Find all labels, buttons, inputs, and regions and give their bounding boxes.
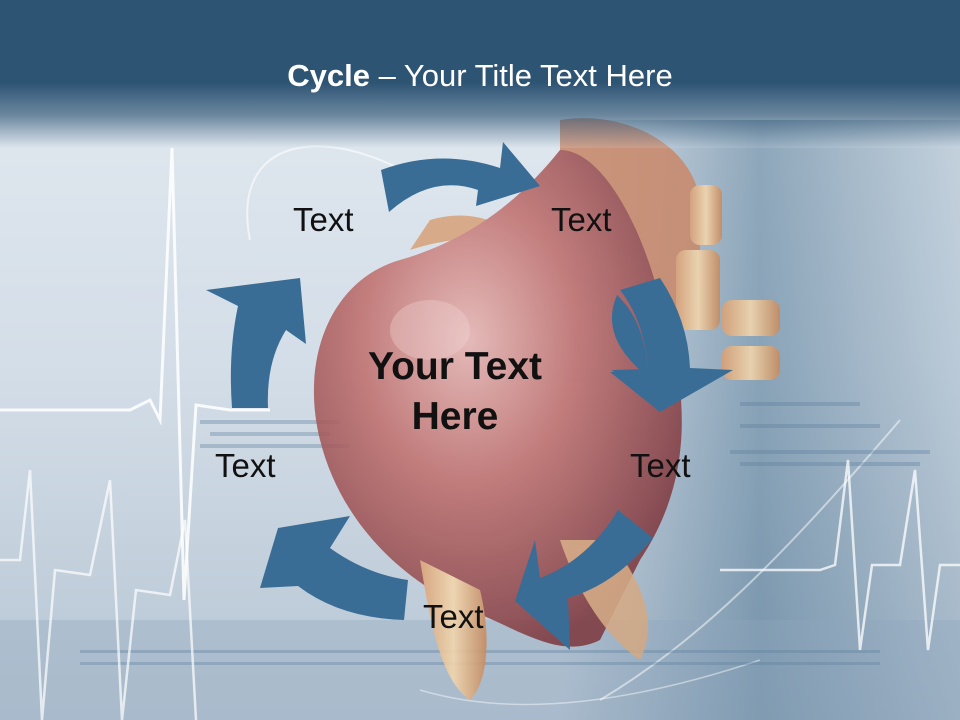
cycle-arrow-3 (515, 510, 653, 650)
cycle-arrow-2 (610, 278, 733, 412)
cycle-center-text: Your Text Here (305, 342, 605, 442)
cycle-arrow-1 (381, 142, 540, 212)
center-text-line-2: Here (411, 395, 499, 438)
center-text-line-1: Your Text (367, 345, 543, 388)
cycle-label-left: Text (215, 447, 276, 484)
title-band (0, 0, 960, 148)
slide-title: Cycle – Your Title Text Here (0, 52, 960, 100)
cycle-label-top-right: Text (551, 201, 612, 238)
cycle-label-top-left: Text (293, 201, 354, 238)
cycle-label-bottom: Text (423, 598, 484, 635)
cycle-label-right: Text (630, 447, 691, 484)
title-bold-part: Cycle (287, 58, 370, 93)
title-rest-part: – Your Title Text Here (370, 58, 673, 93)
cycle-arrow-5 (206, 278, 306, 408)
cycle-arrow-4 (260, 516, 408, 620)
